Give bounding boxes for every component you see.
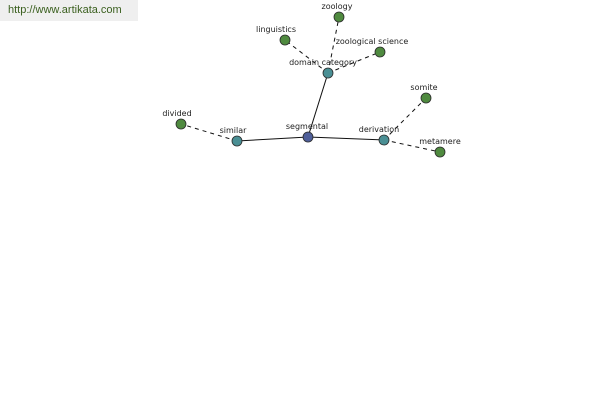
node-segmental[interactable] xyxy=(302,131,314,143)
source-url[interactable]: http://www.artikata.com xyxy=(0,0,138,21)
edge-segmental-similar xyxy=(236,136,309,142)
node-similar[interactable] xyxy=(231,135,243,147)
node-label-somite[interactable]: somite xyxy=(410,83,437,92)
edge-segmental-derivation xyxy=(307,136,385,141)
node-somite[interactable] xyxy=(420,92,432,104)
node-label-divided[interactable]: divided xyxy=(162,109,191,118)
node-linguistics[interactable] xyxy=(279,34,291,46)
node-domain-category[interactable] xyxy=(322,67,334,79)
edge-derivation-somite xyxy=(383,97,427,141)
node-label-domain-category[interactable]: domain category xyxy=(289,58,357,67)
node-label-derivation[interactable]: derivation xyxy=(359,125,399,134)
edge-domain-category-zoological-science xyxy=(327,51,381,74)
node-metamere[interactable] xyxy=(434,146,446,158)
node-label-segmental[interactable]: segmental xyxy=(286,122,328,131)
node-label-linguistics[interactable]: linguistics xyxy=(256,25,296,34)
node-divided[interactable] xyxy=(175,118,187,130)
node-zoological-science[interactable] xyxy=(374,46,386,58)
graph-labels: segmental domain category similar derivatio… xyxy=(162,2,460,146)
edge-segmental-domain-category xyxy=(307,72,329,138)
node-label-metamere[interactable]: metamere xyxy=(419,137,461,146)
node-label-similar[interactable]: similar xyxy=(220,126,248,135)
graph-nodes xyxy=(175,11,446,158)
edge-domain-category-linguistics xyxy=(284,39,329,74)
node-label-zoological-science[interactable]: zoological science xyxy=(336,37,409,46)
edge-similar-divided xyxy=(180,123,238,142)
node-derivation[interactable] xyxy=(378,134,390,146)
graph-edges xyxy=(180,16,441,153)
node-label-zoology[interactable]: zoology xyxy=(322,2,353,11)
edge-domain-category-zoology xyxy=(327,16,340,74)
edge-derivation-metamere xyxy=(383,139,441,153)
node-zoology[interactable] xyxy=(333,11,345,23)
